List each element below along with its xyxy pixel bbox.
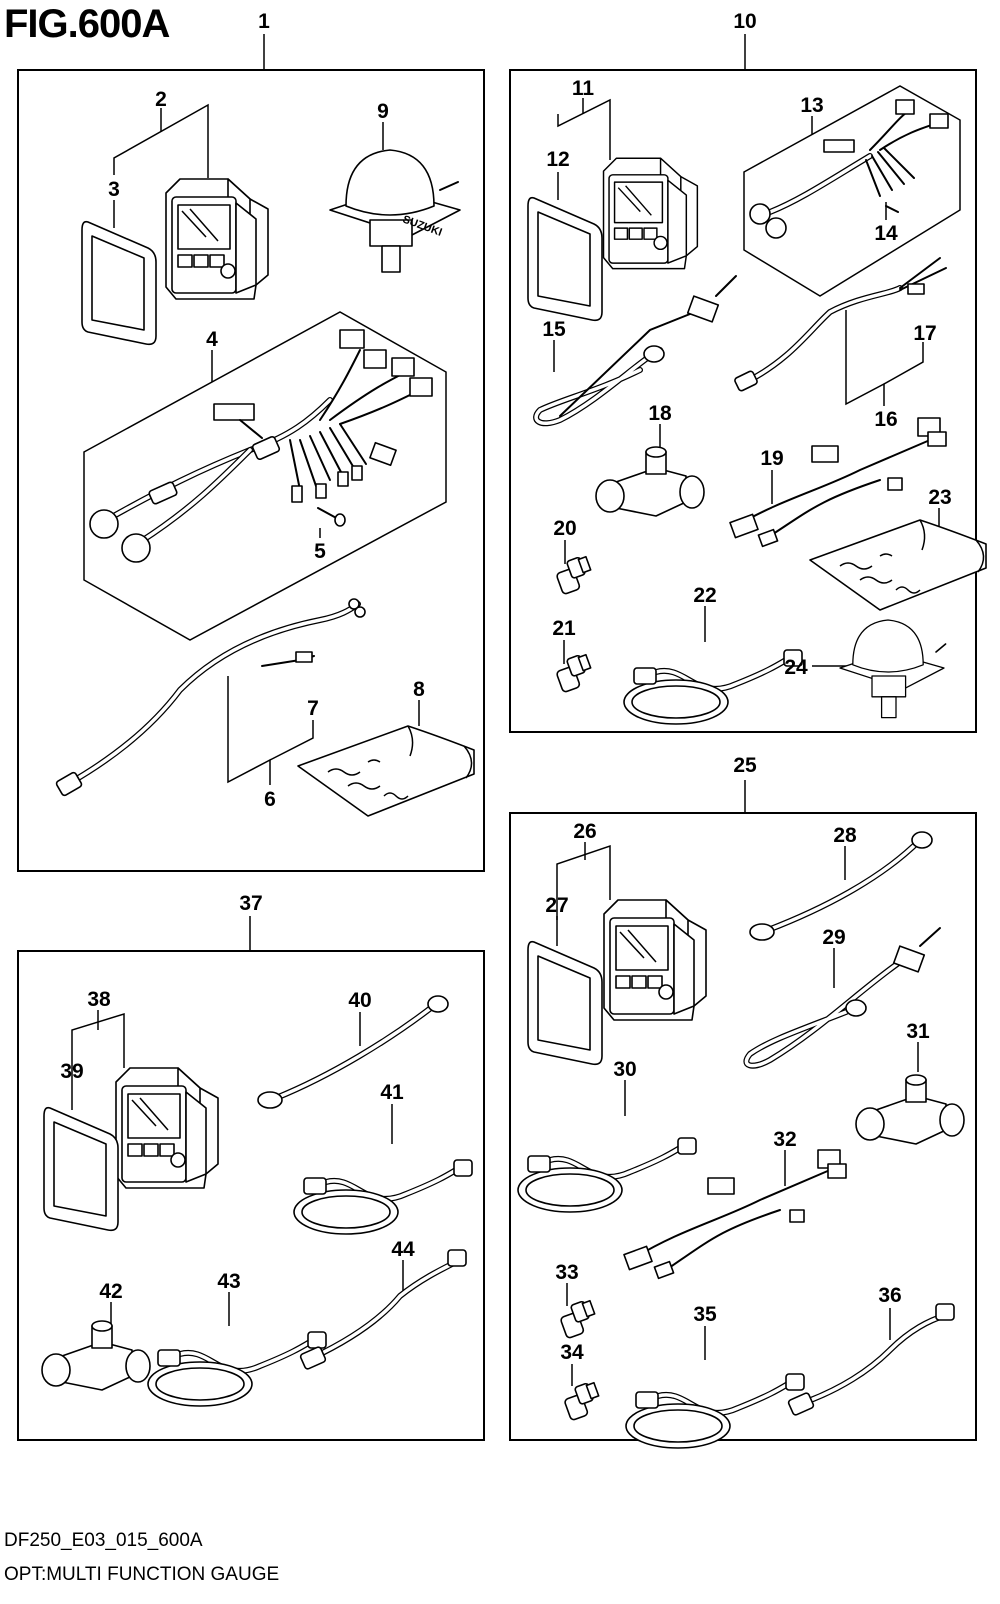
label-25: 25 bbox=[733, 754, 757, 777]
gps-antenna-24 bbox=[839, 619, 947, 719]
frame-10 bbox=[509, 69, 977, 733]
sensor-cable-15 bbox=[533, 275, 737, 427]
screw-5 bbox=[317, 507, 346, 527]
label-30: 30 bbox=[613, 1058, 636, 1081]
t-connector-42 bbox=[41, 1320, 151, 1391]
label-42: 42 bbox=[99, 1280, 122, 1303]
label-2: 2 bbox=[155, 88, 167, 111]
cable-35 bbox=[626, 1374, 804, 1448]
label-40: 40 bbox=[348, 989, 371, 1012]
cable-28 bbox=[749, 831, 933, 941]
label-15: 15 bbox=[542, 318, 566, 341]
bag-8 bbox=[297, 725, 475, 817]
figure-code: DF250_E03_015_600A bbox=[4, 1530, 203, 1551]
t-connector-31 bbox=[855, 1074, 965, 1145]
t-connector-18 bbox=[595, 446, 705, 517]
cable-6 bbox=[55, 598, 366, 797]
label-36: 36 bbox=[878, 1284, 901, 1307]
bezel-3 bbox=[81, 220, 157, 346]
label-44: 44 bbox=[391, 1238, 415, 1261]
harness-19 bbox=[729, 417, 947, 548]
label-1: 1 bbox=[258, 10, 270, 33]
terminator-33 bbox=[559, 1299, 596, 1340]
label-41: 41 bbox=[380, 1081, 404, 1104]
frame-37 bbox=[17, 950, 485, 1441]
label-28: 28 bbox=[833, 824, 857, 847]
label-29: 29 bbox=[822, 926, 845, 949]
cable-30 bbox=[518, 1138, 696, 1212]
label-43: 43 bbox=[217, 1270, 240, 1293]
label-12: 12 bbox=[546, 148, 569, 171]
cable-36 bbox=[787, 1303, 955, 1416]
label-6: 6 bbox=[264, 788, 276, 811]
screw-14 bbox=[885, 205, 899, 213]
label-8: 8 bbox=[413, 678, 425, 701]
connector-7 bbox=[261, 651, 315, 667]
bezel-12 bbox=[527, 196, 603, 322]
label-26: 26 bbox=[573, 820, 596, 843]
leader-lines bbox=[71, 34, 940, 1386]
gauge-unit-2 bbox=[165, 178, 269, 300]
frame-1 bbox=[17, 69, 485, 872]
label-37: 37 bbox=[239, 892, 262, 915]
harness-32 bbox=[623, 1149, 847, 1280]
label-19: 19 bbox=[760, 447, 783, 470]
label-13: 13 bbox=[800, 94, 823, 117]
label-20: 20 bbox=[553, 517, 576, 540]
figure-description: OPT:MULTI FUNCTION GAUGE bbox=[4, 1564, 280, 1585]
cable-44 bbox=[299, 1249, 467, 1370]
bezel-39 bbox=[43, 1106, 119, 1232]
label-34: 34 bbox=[560, 1341, 584, 1364]
gauge-unit-38 bbox=[115, 1067, 219, 1189]
label-23: 23 bbox=[928, 486, 951, 509]
harness-4 bbox=[83, 311, 447, 641]
gps-antenna-9: SUZUKI bbox=[329, 149, 461, 273]
label-3: 3 bbox=[108, 178, 120, 201]
label-31: 31 bbox=[906, 1020, 930, 1043]
label-7: 7 bbox=[307, 697, 319, 720]
label-9: 9 bbox=[377, 100, 389, 123]
connector-17 bbox=[907, 283, 925, 295]
label-10: 10 bbox=[733, 10, 756, 33]
terminator-34 bbox=[563, 1381, 600, 1422]
label-4: 4 bbox=[206, 328, 218, 351]
label-5: 5 bbox=[314, 540, 326, 563]
terminator-20 bbox=[555, 555, 592, 596]
label-11: 11 bbox=[572, 77, 595, 100]
sensor-cable-29 bbox=[743, 927, 941, 1069]
cable-40 bbox=[257, 995, 449, 1109]
label-17: 17 bbox=[913, 322, 936, 345]
label-16: 16 bbox=[874, 408, 897, 431]
part-labels: 1 2 3 4 5 6 7 8 9 10 11 12 13 14 15 16 1… bbox=[60, 10, 951, 1364]
label-35: 35 bbox=[693, 1303, 717, 1326]
gauge-unit-26 bbox=[603, 899, 707, 1021]
label-21: 21 bbox=[552, 617, 576, 640]
label-39: 39 bbox=[60, 1060, 83, 1083]
label-38: 38 bbox=[87, 988, 111, 1011]
harness-13 bbox=[743, 85, 961, 297]
label-18: 18 bbox=[648, 402, 672, 425]
cable-16 bbox=[734, 257, 947, 392]
terminator-21 bbox=[555, 653, 592, 694]
cable-43 bbox=[148, 1332, 326, 1406]
label-14: 14 bbox=[874, 222, 898, 245]
label-24: 24 bbox=[784, 656, 808, 679]
cable-22 bbox=[624, 650, 802, 724]
label-27: 27 bbox=[545, 894, 568, 917]
label-32: 32 bbox=[773, 1128, 796, 1151]
cable-41 bbox=[294, 1160, 472, 1234]
bezel-27 bbox=[527, 940, 603, 1066]
gauge-unit-11 bbox=[602, 157, 699, 270]
bag-23 bbox=[809, 519, 987, 611]
frame-25 bbox=[509, 812, 977, 1441]
figure-title: FIG.600A bbox=[4, 2, 170, 46]
label-22: 22 bbox=[693, 584, 716, 607]
label-33: 33 bbox=[555, 1261, 578, 1284]
